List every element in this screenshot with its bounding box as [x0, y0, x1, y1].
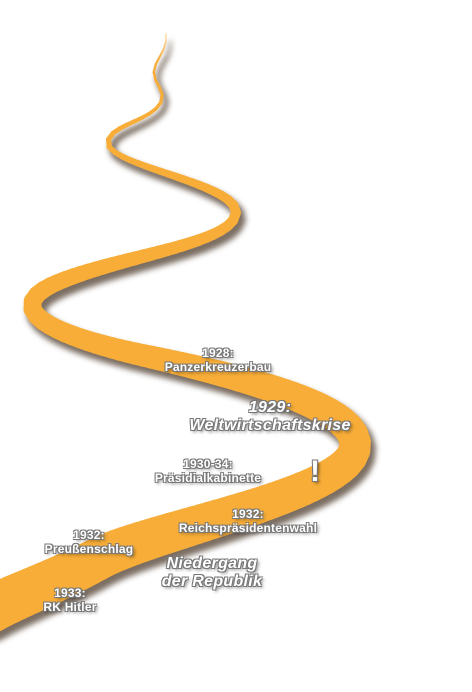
- event-1932-election-year: 1932:: [232, 507, 264, 521]
- event-1928-label: 1928: Panzerkreuzerbau: [150, 346, 286, 375]
- event-1933-text: RK Hitler: [43, 599, 97, 614]
- event-1928-text: Panzerkreuzerbau: [164, 359, 272, 374]
- exclamation-mark: !: [310, 455, 320, 488]
- event-1932-election-label: 1932: Reichspräsidentenwahl: [162, 507, 334, 536]
- decline-line-1: Niedergang: [166, 555, 258, 572]
- event-1930-text: Präsidialkabinette: [154, 470, 262, 485]
- event-1932-election-text: Reichspräsidentenwahl: [178, 520, 318, 535]
- road-segment: [152, 63, 157, 74]
- event-1930-label: 1930-34: Präsidialkabinette: [138, 457, 278, 486]
- event-1932-prussia-label: 1932: Preußenschlag: [32, 528, 146, 557]
- decline-label: Niedergang der Republik: [152, 555, 272, 592]
- event-1929-label: 1929: Weltwirtschaftskrise: [176, 399, 364, 436]
- event-1929-year: 1929:: [248, 399, 292, 416]
- road-fade: [130, 20, 190, 60]
- decline-line-2: der Republik: [161, 573, 263, 591]
- road-body-group: [0, 33, 371, 632]
- event-1929-text: Weltwirtschaftskrise: [189, 417, 351, 435]
- event-1933-label: 1933: RK Hitler: [30, 586, 110, 615]
- event-1928-year: 1928:: [202, 346, 234, 360]
- event-1932-prussia-text: Preußenschlag: [44, 541, 134, 556]
- event-1933-year: 1933:: [54, 586, 86, 600]
- event-1932-prussia-year: 1932:: [73, 528, 105, 542]
- event-1930-year: 1930-34:: [183, 457, 233, 471]
